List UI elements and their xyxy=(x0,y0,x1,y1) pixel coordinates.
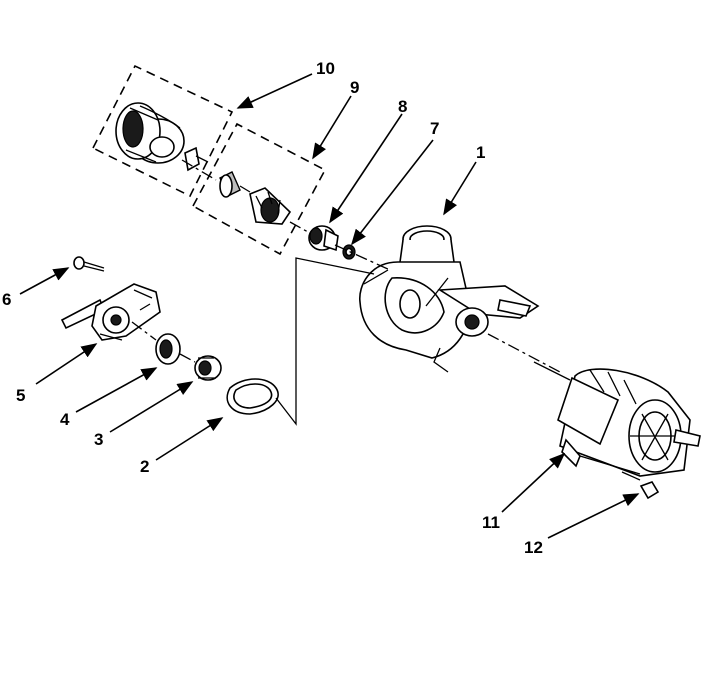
group-box-9 xyxy=(191,122,327,256)
callout-9: 9 xyxy=(350,78,359,97)
callout-1: 1 xyxy=(476,143,485,162)
part-1-pump-housing xyxy=(359,225,540,373)
part-7-nut xyxy=(342,244,356,260)
callout-6: 6 xyxy=(2,290,11,309)
group-box-10 xyxy=(91,64,234,198)
part-4-ring xyxy=(155,333,181,365)
callout-11: 11 xyxy=(482,513,500,532)
callout-10: 10 xyxy=(316,59,335,78)
callout-labels: 1 2 3 4 5 6 7 8 9 10 11 12 xyxy=(2,59,543,557)
callout-4: 4 xyxy=(60,410,70,429)
leader-lines xyxy=(19,73,640,539)
callout-12: 12 xyxy=(524,538,543,557)
part-5-cover xyxy=(60,283,161,341)
part-12-screw xyxy=(621,471,660,500)
callout-7: 7 xyxy=(430,119,439,138)
part-8-seal xyxy=(308,225,339,252)
assembly-centerlines xyxy=(131,159,571,426)
part-3-seal xyxy=(194,355,222,381)
callout-8: 8 xyxy=(398,97,407,116)
callout-2: 2 xyxy=(140,457,149,476)
callout-5: 5 xyxy=(16,386,25,405)
part-6-screw xyxy=(73,256,105,272)
part-10-seal-pulley xyxy=(115,102,209,172)
part-11-motor xyxy=(557,368,701,477)
callout-3: 3 xyxy=(94,430,103,449)
part-9-impeller xyxy=(219,171,292,225)
part-2-gasket xyxy=(226,378,279,415)
